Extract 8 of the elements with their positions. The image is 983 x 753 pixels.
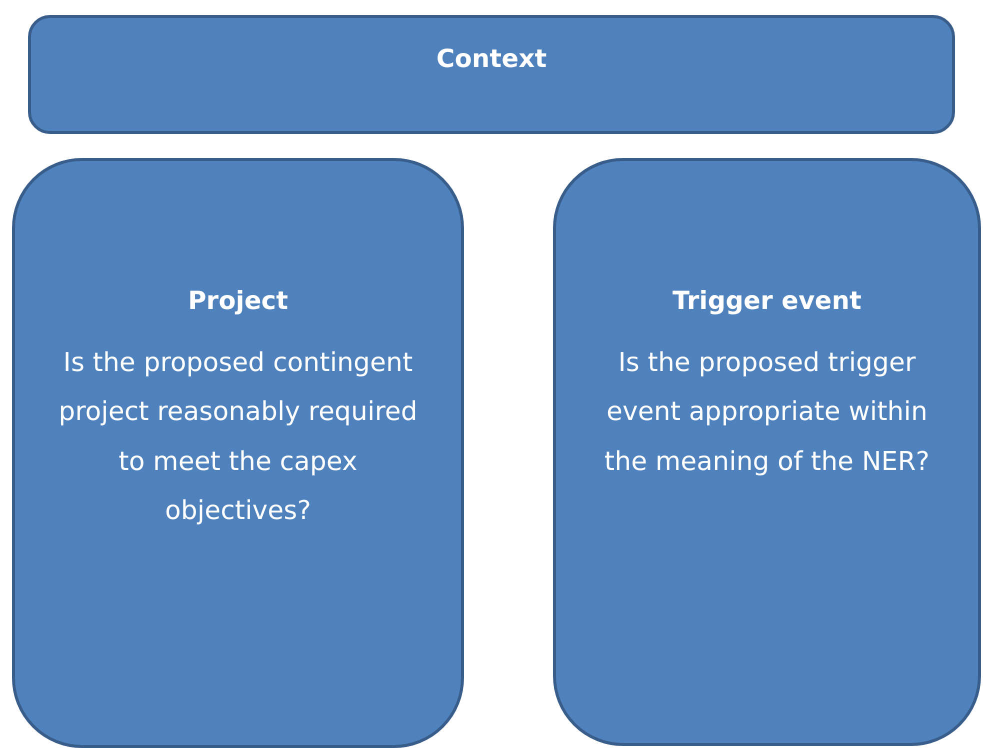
context-box bbox=[28, 15, 955, 134]
box-text: Is the proposed trigger event appropriate within the meaning of the NER? bbox=[603, 347, 931, 479]
box-heading: Project bbox=[188, 286, 288, 315]
box-text: Is the proposed contingent project reasonably required to meet the capex objectives? bbox=[58, 347, 418, 528]
project-box bbox=[12, 158, 464, 748]
trigger-event-box bbox=[553, 158, 981, 746]
box-heading: Context bbox=[436, 44, 547, 73]
box-heading: Trigger event bbox=[672, 286, 862, 315]
